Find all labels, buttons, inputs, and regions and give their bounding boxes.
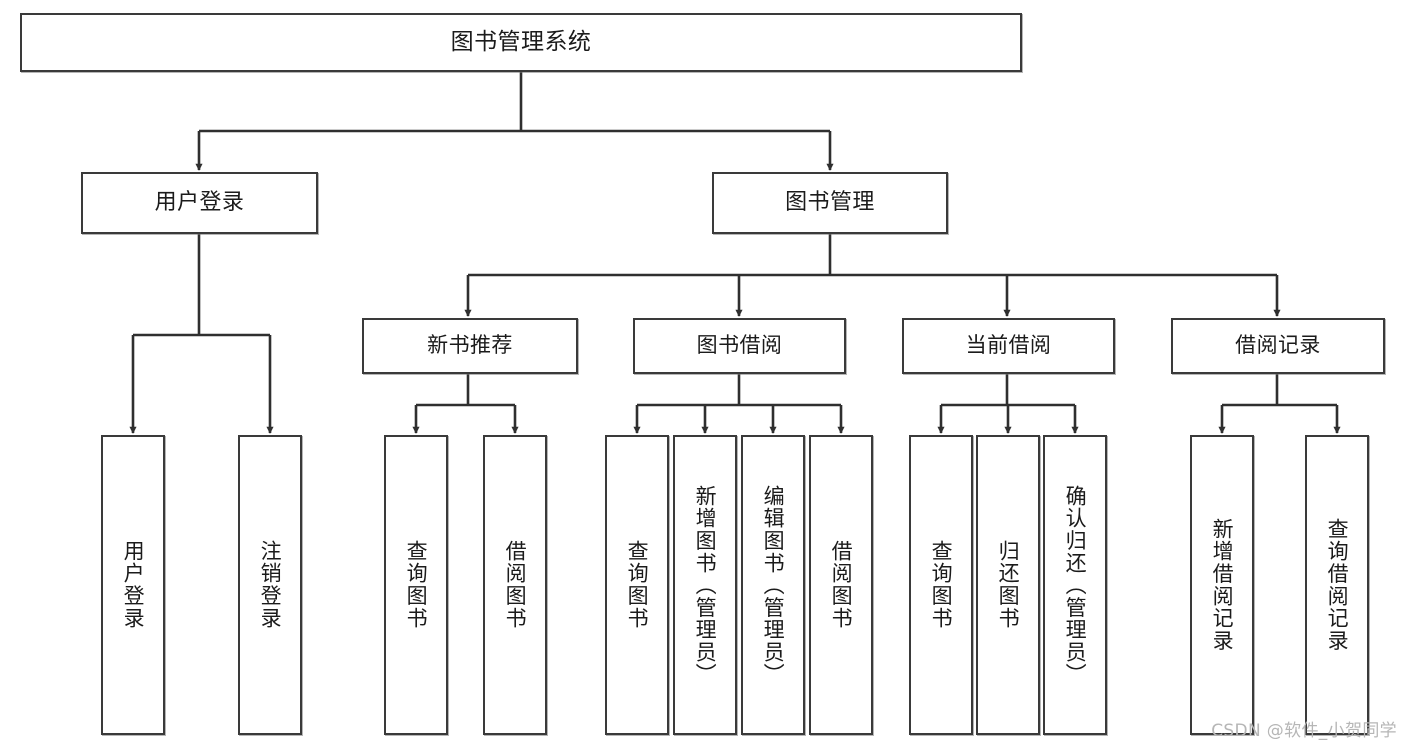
node-label: 编辑图书（管理员） (761, 484, 786, 686)
leaf-logout[interactable]: 注销登录 (238, 435, 302, 735)
node-root-system[interactable]: 图书管理系统 (20, 13, 1022, 72)
node-label: 借阅图书 (503, 540, 528, 630)
node-label: 查询图书 (625, 540, 650, 630)
node-book-borrow[interactable]: 图书借阅 (633, 318, 846, 374)
node-label: 图书借阅 (696, 333, 783, 358)
leaf-add-book[interactable]: 新增图书（管理员） (673, 435, 737, 735)
node-current-borrow[interactable]: 当前借阅 (902, 318, 1115, 374)
csdn-watermark: CSDN @软件_小贺同学 (1211, 721, 1397, 741)
leaf-borrow-book-2[interactable]: 借阅图书 (809, 435, 873, 735)
node-label: 新书推荐 (427, 333, 513, 358)
leaf-add-record[interactable]: 新增借阅记录 (1190, 435, 1254, 735)
leaf-query-record[interactable]: 查询借阅记录 (1305, 435, 1369, 735)
node-label: 借阅图书 (829, 540, 854, 630)
leaf-query-book-2[interactable]: 查询图书 (605, 435, 669, 735)
leaf-borrow-book-1[interactable]: 借阅图书 (483, 435, 547, 735)
node-label: 查询图书 (404, 540, 429, 630)
node-borrow-record[interactable]: 借阅记录 (1171, 318, 1385, 374)
node-label: 新增图书（管理员） (693, 484, 718, 686)
node-label: 借阅记录 (1235, 333, 1321, 358)
node-user-login[interactable]: 用户登录 (81, 172, 318, 234)
node-new-book-rec[interactable]: 新书推荐 (362, 318, 578, 374)
node-label: 确认归还（管理员） (1063, 484, 1088, 686)
node-label: 图书管理系统 (450, 28, 592, 55)
node-book-manage[interactable]: 图书管理 (712, 172, 948, 234)
leaf-user-login[interactable]: 用户登录 (101, 435, 165, 735)
leaf-return-book[interactable]: 归还图书 (976, 435, 1040, 735)
node-label: 当前借阅 (965, 333, 1052, 358)
leaf-query-book-3[interactable]: 查询图书 (909, 435, 973, 735)
node-label: 注销登录 (258, 540, 283, 630)
node-label: 查询图书 (929, 540, 954, 630)
node-label: 用户登录 (121, 540, 146, 630)
node-label: 用户登录 (154, 189, 245, 215)
leaf-edit-book[interactable]: 编辑图书（管理员） (741, 435, 805, 735)
leaf-query-book-1[interactable]: 查询图书 (384, 435, 448, 735)
node-label: 图书管理 (785, 189, 875, 215)
leaf-confirm-return[interactable]: 确认归还（管理员） (1043, 435, 1107, 735)
node-label: 归还图书 (996, 540, 1021, 630)
node-label: 新增借阅记录 (1210, 518, 1235, 652)
node-label: 查询借阅记录 (1325, 518, 1350, 652)
